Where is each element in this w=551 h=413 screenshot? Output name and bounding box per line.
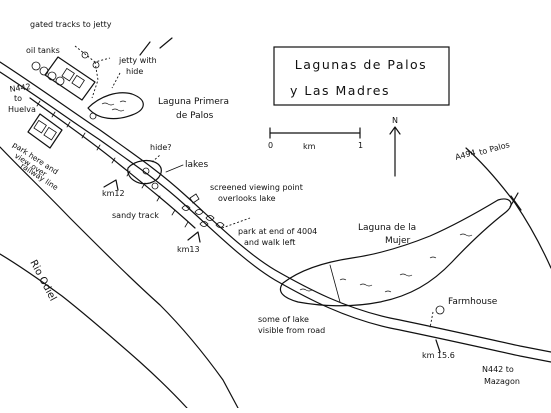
- title-line-1: Lagunas de Palos: [295, 57, 427, 72]
- lakes-km12: hide? lakes km12: [102, 143, 208, 198]
- jetty-hide-label-1: jetty with: [118, 56, 157, 65]
- rio-odiel: Rio Odiel: [0, 146, 239, 409]
- sandy-track-label: sandy track: [112, 211, 159, 220]
- jetty-spur: [139, 37, 173, 56]
- railway-line: [29, 97, 196, 229]
- n442-mazagon-label-2: Mazagon: [484, 377, 520, 386]
- gated-tracks-label: gated tracks to jetty: [30, 20, 112, 29]
- scale-unit: km: [303, 142, 316, 151]
- hide-question-label: hide?: [150, 143, 172, 152]
- scale-end: 1: [358, 141, 363, 150]
- km12-label: km12: [102, 189, 125, 198]
- n442-mazagon-label-1: N442 to: [482, 365, 514, 374]
- screened-label-1: screened viewing point: [210, 183, 303, 192]
- north-arrow: N: [389, 116, 401, 177]
- laguna-mujer-label-2: Mujer: [385, 236, 411, 246]
- some-lake-label-1: some of lake: [258, 315, 309, 324]
- lakes-km13: sandy track km13 park at end of 4004 and…: [112, 205, 317, 254]
- a494-label-1: A494: [454, 148, 476, 162]
- a494-label-2: to Palos: [478, 140, 510, 157]
- km156-label: km 15.6: [422, 351, 455, 360]
- screened-viewing-point: screened viewing point overlooks lake: [189, 183, 303, 204]
- n442-huelva-label-1: N442: [9, 82, 31, 94]
- oil-tanks: [27, 56, 96, 149]
- park-end-label-2: and walk left: [244, 238, 295, 247]
- farmhouse-label: Farmhouse: [448, 297, 498, 307]
- jetty-hide-label-2: hide: [126, 67, 143, 76]
- title-line-2: y Las Madres: [290, 83, 390, 98]
- title-box: Lagunas de Palos y Las Madres: [273, 46, 450, 106]
- n442-huelva-label-2: to: [14, 94, 22, 103]
- scale-start: 0: [268, 141, 273, 150]
- screened-label-2: overlooks lake: [218, 194, 276, 203]
- river-label: Rio Odiel: [27, 258, 58, 303]
- north-label: N: [392, 116, 398, 125]
- n442-huelva-label-3: Huelva: [8, 105, 36, 114]
- oil-tanks-label: oil tanks: [26, 46, 60, 55]
- park-end-label-1: park at end of 4004: [238, 227, 317, 236]
- laguna-mujer-label-1: Laguna de la: [358, 223, 416, 233]
- some-lake-label-2: visible from road: [258, 326, 325, 335]
- laguna-primera-label-1: Laguna Primera: [158, 97, 229, 107]
- farmhouse: Farmhouse km 15.6: [422, 297, 498, 360]
- main-road-n442: [0, 61, 551, 363]
- laguna-de-la-mujer: Laguna de la Mujer: [279, 198, 512, 307]
- laguna-primera: jetty with hide Laguna Primera de Palos: [87, 56, 229, 121]
- km13-label: km13: [177, 245, 200, 254]
- gated-tracks: gated tracks to jetty: [30, 20, 112, 99]
- lakes-label: lakes: [185, 160, 208, 170]
- scale-bar: 0 km 1: [268, 127, 363, 151]
- laguna-primera-label-2: de Palos: [176, 111, 214, 121]
- road-a494: [465, 147, 551, 269]
